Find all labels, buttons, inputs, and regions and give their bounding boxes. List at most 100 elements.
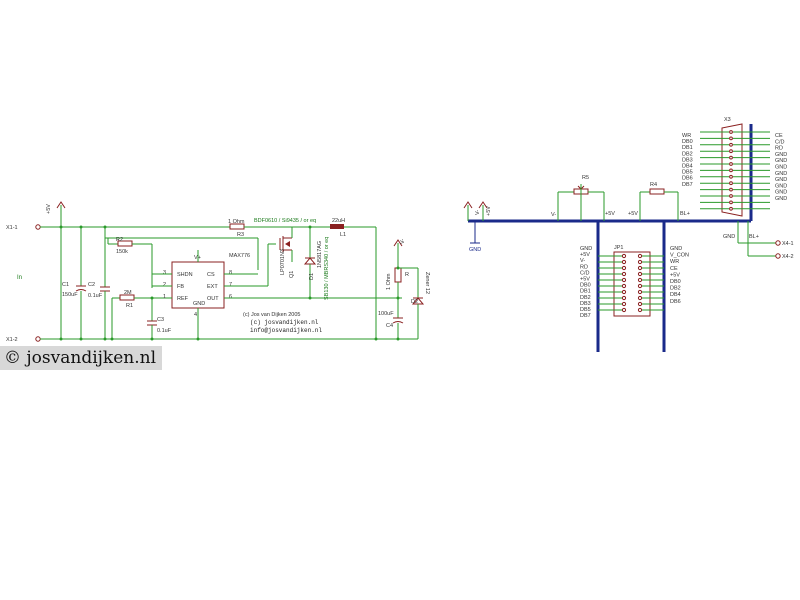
jp1-pin <box>637 253 643 259</box>
rload-name: R <box>405 272 409 278</box>
x3-left-label: DB0 <box>682 139 693 145</box>
r3-value: 1 Ohm <box>228 219 245 225</box>
x3-right-label: C/D <box>775 139 785 145</box>
rload-value: 1 Ohm <box>386 273 392 290</box>
jp1-pin <box>637 271 643 277</box>
mosfet-note: BDF0610 / Si9435 / or eq <box>254 218 316 224</box>
ic-pin-fb: FB <box>177 284 184 290</box>
bus-plus5-a: +5V <box>605 211 615 217</box>
jp1-pin <box>637 259 643 265</box>
r2-value: 150k <box>116 249 128 255</box>
jp1-left-label: +5V <box>580 252 590 258</box>
bus-vminus: V- <box>475 210 481 215</box>
r5-name: R5 <box>582 175 589 181</box>
x3-left-label: DB2 <box>682 151 693 157</box>
jp1-right-label: GND <box>670 246 682 252</box>
connector-x1-2-label: X1-2 <box>6 337 18 343</box>
capacitor-c1: C1 150uF <box>62 225 87 341</box>
jp1-pin <box>637 289 643 295</box>
jp1-left-label: DB1 <box>580 289 591 295</box>
ic-pin-shdn: SHDN <box>177 272 193 278</box>
jp1-left-label: DB7 <box>580 313 591 319</box>
jp1-pin <box>637 295 643 301</box>
jp1-name: JP1 <box>614 245 623 251</box>
connector-x4-2-label: X4-2 <box>782 254 794 260</box>
x3-right-label: RD <box>775 146 783 152</box>
vminus-label: V- <box>400 239 406 244</box>
bus-blplus: BL+ <box>680 211 690 217</box>
x3-right-label: GND <box>775 190 787 196</box>
jp1-right-label: V_CON <box>670 253 689 259</box>
c4-name: C4 <box>386 323 393 329</box>
c2-value: 0.1uF <box>88 293 103 299</box>
jp1-left-label: DB2 <box>580 295 591 301</box>
bus-supply-arrows: V- +5V <box>463 201 492 221</box>
jp1-right-label: DB0 <box>670 279 681 285</box>
ic-pin-num-7: 7 <box>229 282 232 288</box>
connector-x4-1-label: X4-1 <box>782 241 794 247</box>
jp1-pin <box>621 277 627 283</box>
power-supply-circuit: X1-1 X1-2 In +5V C1 150uF <box>6 201 430 343</box>
jp1-pin <box>637 277 643 283</box>
x3-right-label: CE <box>775 133 783 139</box>
ic-pin-ref: REF <box>177 296 189 302</box>
x3-left-label: WR <box>682 133 691 139</box>
jp1-left-label: RD <box>580 264 588 270</box>
jp1-pin <box>621 307 627 313</box>
jp1-left-label: DB3 <box>580 301 591 307</box>
bus-gnd-symbol: GND <box>469 221 481 253</box>
x3-right-label: GND <box>775 152 787 158</box>
r1-value: 2M <box>124 290 132 296</box>
ic-pin-v: V+ <box>194 255 201 261</box>
jp1-right-label: CE <box>670 266 678 272</box>
l1-name: L1 <box>340 232 346 238</box>
x3-pin <box>729 200 733 205</box>
connector-x1-1-label: X1-1 <box>6 225 18 231</box>
jp1-pin <box>621 253 627 259</box>
x3-right-label: GND <box>775 158 787 164</box>
x3-pin <box>729 181 733 186</box>
jp1-pin <box>621 259 627 265</box>
c3-name: C3 <box>157 317 164 323</box>
inductor-l1: 22uH L1 <box>330 218 376 238</box>
jp1-pin <box>621 283 627 289</box>
jp1-left-label: C/D <box>580 270 590 276</box>
x3-pin <box>729 174 733 179</box>
d1-part: 1N5817AG <box>317 241 323 268</box>
jp1-left-label: DB5 <box>580 307 591 313</box>
bus-gnd-label: GND <box>469 247 481 253</box>
copyright-line-1: (c) Jos van Dijken 2005 <box>243 312 300 318</box>
bus-v-label: V- <box>551 212 556 218</box>
jp1-pin <box>637 283 643 289</box>
capacitor-c3: C3 0.1uF <box>147 296 172 341</box>
resistor-r1: 2M R1 <box>110 290 166 341</box>
jp1-pin <box>621 265 627 271</box>
resistor-r2: R2 150k <box>108 237 153 288</box>
jp1-pin <box>637 307 643 313</box>
c2-name: C2 <box>88 282 95 288</box>
x3-left-label: DB4 <box>682 164 693 170</box>
x3-left-label: DB6 <box>682 176 693 182</box>
x3-pin <box>729 155 733 160</box>
c4-value: 100uF <box>378 311 394 317</box>
connector-x1-2: X1-2 <box>6 336 56 343</box>
jp1-pin <box>621 271 627 277</box>
jp1-right-label: DB6 <box>670 299 681 305</box>
x3-pin <box>729 162 733 166</box>
input-label: In <box>17 275 22 281</box>
x3-pin <box>729 187 733 192</box>
diode-note: SB130 / MBRS340 / or eq <box>324 237 330 300</box>
x3-right-label: GND <box>775 171 787 177</box>
ic-pin-cs: CS <box>207 272 215 278</box>
ic-pin-num-4: 4 <box>194 312 197 318</box>
capacitor-c2: C2 0.1uF <box>88 225 110 341</box>
supply-label: +5V <box>46 204 52 214</box>
jp1-right-label: DB4 <box>670 292 681 298</box>
jp1-pin <box>621 289 627 295</box>
ic-max776: MAX776 V+ SHDN FB REF GND CS EXT OUT 3 2… <box>152 250 402 341</box>
copyright-line-2: (c) josvandijken.nl <box>250 319 319 326</box>
bus-plus5v: +5V <box>486 206 492 216</box>
copyright-block: (c) Jos van Dijken 2005 (c) josvandijken… <box>243 312 322 334</box>
